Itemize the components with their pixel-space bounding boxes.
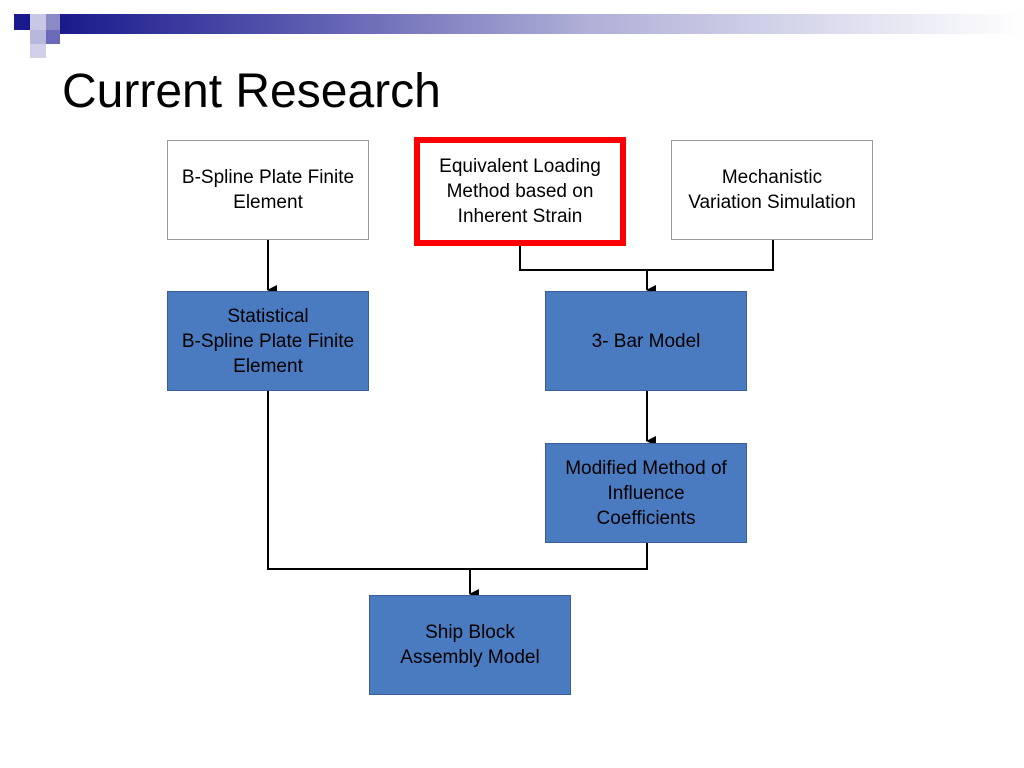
node-label: Equivalent Loading Method based on Inher… bbox=[439, 156, 601, 227]
node-ship-block-assembly-model: Ship Block Assembly Model bbox=[369, 595, 571, 695]
header-square-pale bbox=[30, 44, 46, 58]
header-square-light-2 bbox=[30, 30, 46, 44]
node-bspline-plate-finite-element: B-Spline Plate Finite Element bbox=[167, 140, 369, 240]
line-statistical-to-ship bbox=[267, 391, 648, 570]
node-statistical-bspline-plate-finite-element: Statistical B-Spline Plate Finite Elemen… bbox=[167, 291, 369, 391]
header-square-mid-2 bbox=[46, 30, 60, 44]
node-mechanistic-variation-simulation: Mechanistic Variation Simulation bbox=[671, 140, 873, 240]
node-label: Statistical B-Spline Plate Finite Elemen… bbox=[181, 305, 355, 377]
node-label: Modified Method of Influence Coefficient… bbox=[565, 457, 727, 529]
node-three-bar-model: 3- Bar Model bbox=[545, 291, 747, 391]
header-square-mid bbox=[46, 14, 60, 30]
node-label: Mechanistic Variation Simulation bbox=[688, 167, 856, 213]
header-square-dark bbox=[14, 14, 30, 30]
slide-title: Current Research bbox=[62, 65, 441, 118]
header-square-light bbox=[30, 14, 46, 30]
node-label: B-Spline Plate Finite Element bbox=[181, 167, 355, 213]
node-modified-method-of-influence-coefficients: Modified Method of Influence Coefficient… bbox=[545, 443, 747, 543]
header-gradient-bar bbox=[60, 14, 1024, 34]
node-label: Ship Block Assembly Model bbox=[400, 622, 540, 668]
node-equivalent-loading-method: Equivalent Loading Method based on Inher… bbox=[414, 137, 626, 246]
node-label: 3- Bar Model bbox=[591, 330, 701, 352]
